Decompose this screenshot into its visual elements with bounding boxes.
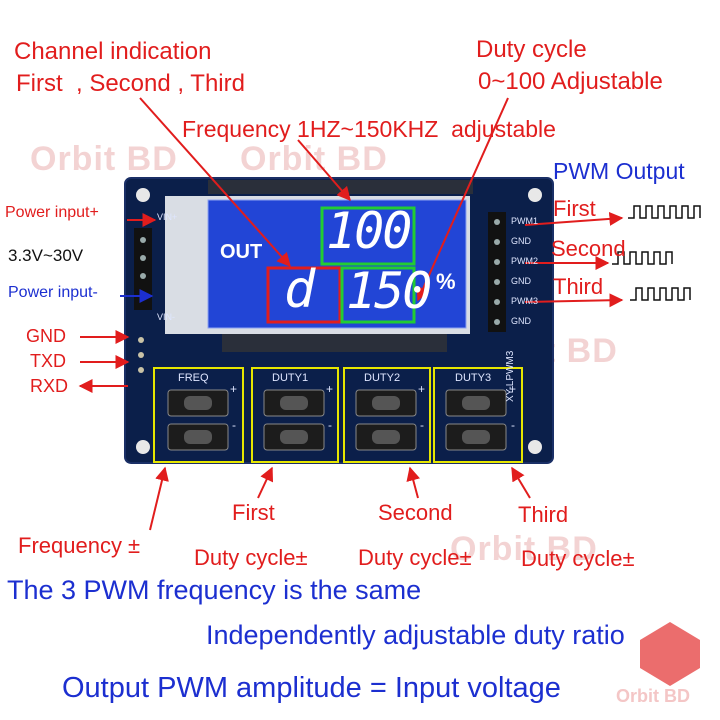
pwm3-waveform xyxy=(630,287,691,301)
duty-cycle-range: 0~100 Adjustable xyxy=(478,68,663,95)
pin-gnd-1: GND xyxy=(511,236,531,246)
arrow-frequency xyxy=(297,139,351,202)
watermark-1: Orbit BD xyxy=(30,140,178,178)
brand-name: Orbit BD xyxy=(616,686,690,706)
pin-pwm2: PWM2 xyxy=(511,256,538,266)
pwm1-waveform xyxy=(628,205,701,219)
freq-plus-mark: + xyxy=(230,382,238,396)
arrow-duty3-button xyxy=(511,466,531,499)
frequency-adjust-label: Frequency ± xyxy=(18,533,141,558)
arrow-pwm1 xyxy=(524,211,624,226)
duty1-minus-mark: - xyxy=(328,418,332,432)
mode-digit-box xyxy=(266,266,342,324)
duty1-button-label: DUTY1 xyxy=(272,372,309,384)
pin-pwm3: PWM3 xyxy=(511,296,538,306)
pwm-out-third: Third xyxy=(553,274,604,299)
first-channel-label: First xyxy=(232,500,275,525)
freq-button-label: FREQ xyxy=(178,372,209,384)
arrow-duty xyxy=(416,97,509,302)
pin-pwm1: PWM1 xyxy=(511,216,538,226)
duty3-adjust-label: Duty cycle± xyxy=(521,546,635,571)
freq-minus-mark: - xyxy=(232,418,236,432)
brand-logo xyxy=(640,622,700,686)
duty1-plus-mark: + xyxy=(326,382,334,396)
pwm2-waveform xyxy=(612,251,673,265)
input-voltage-range: 3.3V~30V xyxy=(8,246,84,265)
arrow-pwm3 xyxy=(524,293,624,308)
watermark-4: Orbit BD xyxy=(450,530,598,568)
lcd-pins-top xyxy=(208,180,473,194)
channel-indication-list: First , Second , Third xyxy=(16,70,245,97)
arrow-channel xyxy=(139,97,291,268)
rxd-label: RXD xyxy=(30,376,69,396)
duty2-button-label: DUTY2 xyxy=(364,372,401,384)
caption-independent-duty: Independently adjustable duty ratio xyxy=(206,620,625,650)
pin-gnd-3: GND xyxy=(511,316,531,326)
lcd-out-label: OUT xyxy=(220,241,263,263)
arrow-duty2-button xyxy=(406,466,421,499)
channel-indication-title: Channel indication xyxy=(14,38,212,65)
duty3-minus-mark: - xyxy=(511,418,515,432)
pwm-output-title: PWM Output xyxy=(553,158,685,184)
txd-label: TXD xyxy=(30,351,66,371)
freq-digit-box xyxy=(340,266,416,324)
duty2-minus-mark: - xyxy=(420,418,424,432)
pwm-out-first: First xyxy=(553,196,596,221)
power-input-plus: Power input+ xyxy=(5,204,99,221)
duty1-button-frame xyxy=(251,367,339,463)
lcd-percent-unit: % xyxy=(436,269,456,294)
gnd-label: GND xyxy=(26,326,66,346)
pwm-out-second: Second xyxy=(551,236,626,261)
duty2-adjust-label: Duty cycle± xyxy=(358,545,472,570)
duty2-plus-mark: + xyxy=(418,382,426,396)
frequency-range: Frequency 1HZ~150KHZ adjustable xyxy=(182,116,556,142)
arrow-duty1-button xyxy=(257,466,274,499)
duty2-button-frame xyxy=(343,367,431,463)
duty1-adjust-label: Duty cycle± xyxy=(194,545,308,570)
pin-vin-plus: VIN+ xyxy=(157,212,178,222)
power-input-minus: Power input- xyxy=(8,284,98,301)
caption-same-frequency: The 3 PWM frequency is the same xyxy=(7,575,422,605)
third-channel-label: Third xyxy=(518,502,569,527)
pin-vin-minus: VIN- xyxy=(157,312,175,322)
duty3-button-frame xyxy=(433,367,523,463)
lcd-frequency-value: 150 xyxy=(346,262,432,320)
caption-amplitude: Output PWM amplitude = Input voltage xyxy=(62,672,561,704)
arrow-freq-button xyxy=(149,466,169,531)
lcd-mode-indicator: d xyxy=(284,260,316,320)
duty-digit-box xyxy=(320,206,416,266)
duty-cycle-title: Duty cycle xyxy=(476,36,587,63)
lcd-duty-value: 100 xyxy=(326,202,412,260)
second-channel-label: Second xyxy=(378,500,453,525)
freq-button-frame xyxy=(153,367,244,463)
pin-gnd-2: GND xyxy=(511,276,531,286)
duty3-plus-mark: + xyxy=(509,382,517,396)
duty3-button-label: DUTY3 xyxy=(455,372,492,384)
